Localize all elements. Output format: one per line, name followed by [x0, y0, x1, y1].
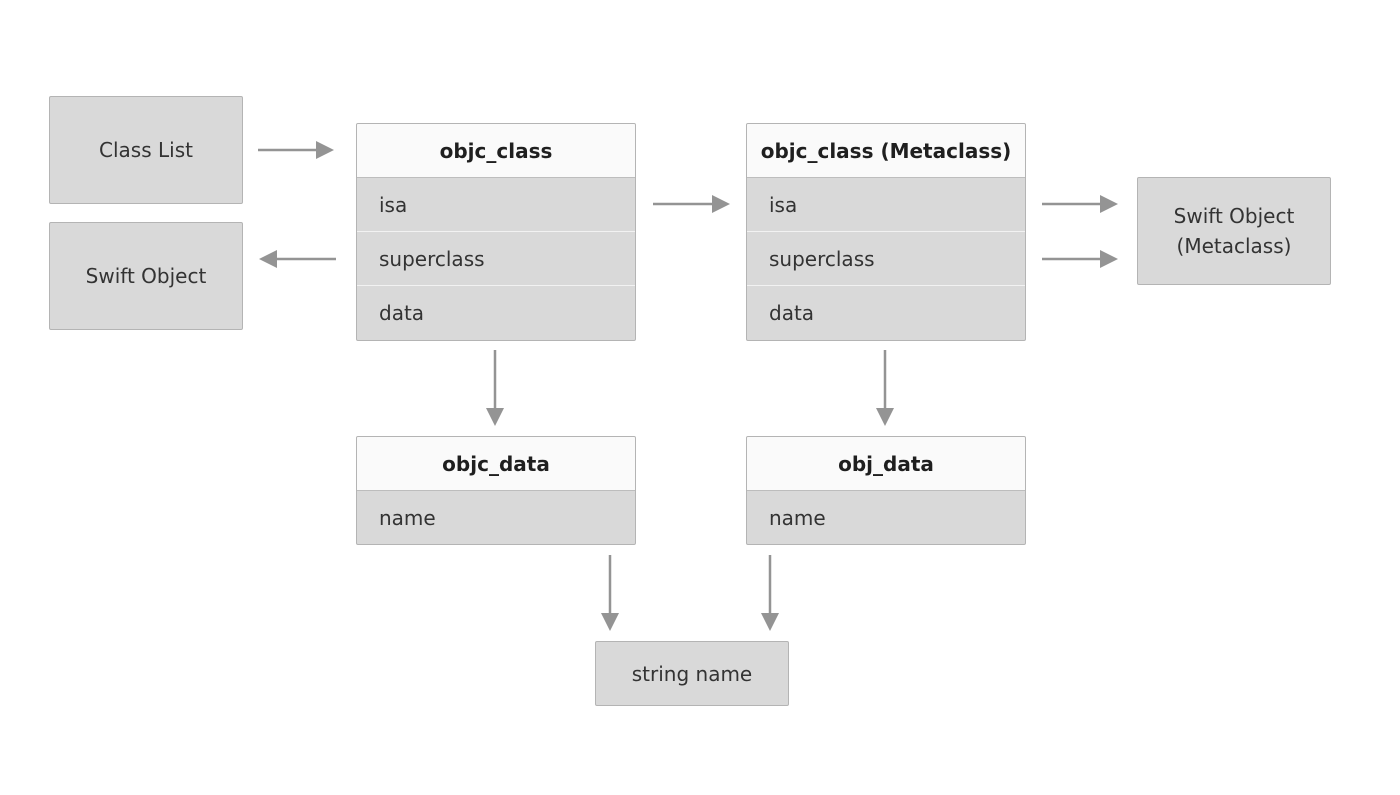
- swift-object-metaclass-label-line1: Swift Object: [1173, 204, 1295, 228]
- objc-data-field-name: name: [379, 506, 436, 530]
- class-list-label: Class List: [99, 138, 193, 162]
- arrow-obj-data-to-string-name: [761, 555, 779, 631]
- swift-object-metaclass-box: Swift Object (Metaclass): [1137, 177, 1331, 285]
- arrow-objc-class-to-swift-object: [259, 250, 336, 268]
- objc-class-title: objc_class: [357, 124, 635, 178]
- objc-class-metaclass-title: objc_class (Metaclass): [747, 124, 1025, 178]
- arrow-metaclass-superclass-to-swift-metaclass: [1042, 250, 1118, 268]
- objc-class-field-data: data: [379, 301, 425, 325]
- arrow-objc-data-to-string-name: [601, 555, 619, 631]
- objc-class-metaclass-field-isa: isa: [747, 178, 1025, 232]
- swift-object-label: Swift Object: [85, 264, 207, 288]
- objc-class-metaclass-table: objc_class (Metaclass) isa superclass da…: [746, 123, 1026, 341]
- arrow-isa-to-metaclass: [653, 195, 730, 213]
- arrow-objc-class-to-objc-data: [486, 350, 504, 426]
- swift-object-metaclass-label-line2: (Metaclass): [1176, 234, 1292, 258]
- obj-data-table: obj_data name: [746, 436, 1026, 545]
- objc-class-field-isa: isa: [357, 178, 635, 232]
- arrow-metaclass-to-obj-data: [876, 350, 894, 426]
- objc-class-metaclass-field-superclass: superclass: [747, 232, 1025, 286]
- objc-class-metaclass-field-data: data: [769, 301, 815, 325]
- objc-data-table: objc_data name: [356, 436, 636, 545]
- string-name-box: string name: [595, 641, 789, 706]
- objc-class-table: objc_class isa superclass data: [356, 123, 636, 341]
- string-name-label: string name: [631, 661, 753, 686]
- objc-data-title: objc_data: [357, 437, 635, 491]
- objc-class-field-superclass: superclass: [357, 232, 635, 286]
- obj-data-field-name: name: [769, 506, 826, 530]
- arrow-classlist-to-objc-class: [258, 141, 334, 159]
- obj-data-title: obj_data: [747, 437, 1025, 491]
- arrow-metaclass-isa-to-swift-metaclass: [1042, 195, 1118, 213]
- class-list-box: Class List: [49, 96, 243, 204]
- swift-object-box: Swift Object: [49, 222, 243, 330]
